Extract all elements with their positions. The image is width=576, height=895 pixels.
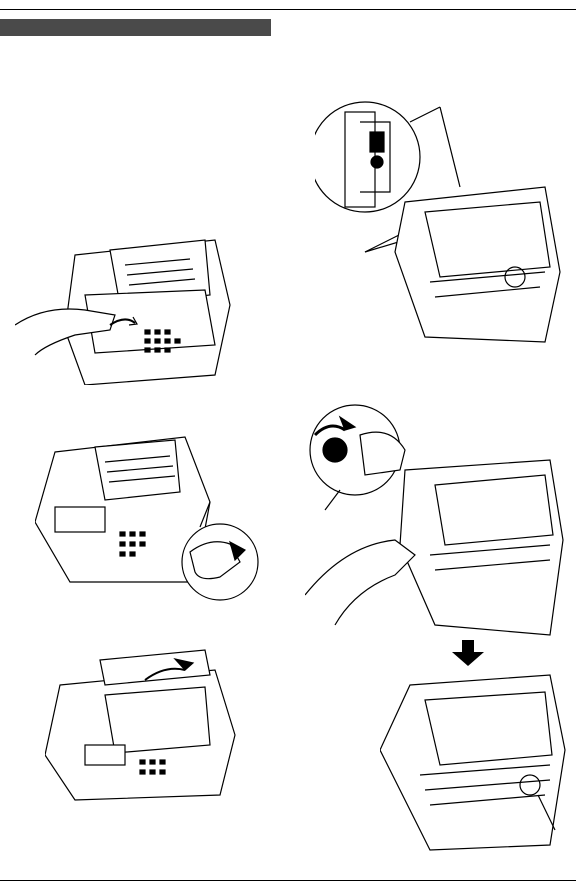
down-arrow-icon <box>452 640 484 666</box>
section-heading-bar <box>0 19 271 36</box>
fax-release-button-illustration <box>35 432 265 607</box>
bottom-rule <box>0 880 576 881</box>
fax-open-cover-illustration <box>15 235 245 385</box>
fax-lift-back-cover-illustration <box>45 645 245 805</box>
top-rule <box>0 9 576 10</box>
fax-install-ink-roll-illustration <box>305 395 570 640</box>
fax-roll-installed-illustration <box>380 670 570 855</box>
fax-gear-closeup-illustration <box>315 92 565 347</box>
